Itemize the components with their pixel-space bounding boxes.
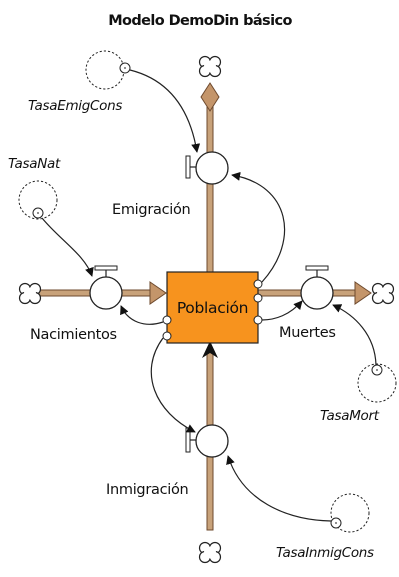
- link-tasamort-muertes: [332, 304, 377, 366]
- inmigracion-label: Inmigración: [106, 482, 188, 498]
- link-tasaemigcons-emigracion: [129, 69, 201, 153]
- link-poblacion-muertes: [261, 300, 303, 321]
- link-poblacion-emigracion: [231, 171, 286, 283]
- muertes-valve[interactable]: [300, 265, 334, 310]
- emigracion-valve[interactable]: [185, 151, 229, 185]
- cloud-bottom-icon: [198, 541, 222, 564]
- param-tasa-mort[interactable]: [357, 363, 397, 403]
- nacimientos-valve[interactable]: [89, 265, 123, 310]
- link-tasainmigcons-inmigracion: [226, 455, 332, 522]
- param-tasa-nat[interactable]: [18, 180, 58, 220]
- stock-ports: [162, 279, 263, 341]
- inmigracion-valve[interactable]: [185, 424, 229, 458]
- diagram-title: Modelo DemoDin básico: [108, 13, 292, 29]
- information-links: [41, 69, 377, 522]
- muertes-label: Muertes: [279, 325, 336, 341]
- cloud-left-icon: [18, 282, 42, 305]
- poblacion-label: Población: [177, 299, 248, 317]
- deaths-flow-arrowhead: [354, 281, 372, 305]
- poblacion-stock[interactable]: [166, 271, 259, 344]
- tasa-mort-label: TasaMort: [320, 408, 380, 424]
- nacimientos-label: Nacimientos: [30, 327, 117, 343]
- tasa-nat-label: TasaNat: [8, 156, 61, 172]
- births-flow-arrowhead: [149, 281, 167, 305]
- param-tasa-inmig-cons[interactable]: [330, 493, 370, 533]
- link-tasanat-nacimientos: [41, 217, 94, 277]
- emigration-flow-arrowhead: [200, 82, 220, 112]
- tasa-inmig-cons-label: TasaInmigCons: [276, 545, 374, 561]
- link-poblacion-nacimientos: [120, 305, 164, 325]
- cloud-top-icon: [198, 55, 222, 78]
- immigration-flow-arrowhead: [202, 341, 218, 358]
- cloud-right-icon: [371, 282, 395, 305]
- param-tasa-emig-cons[interactable]: [85, 50, 131, 90]
- link-poblacion-inmigracion: [150, 337, 196, 433]
- emigracion-label: Emigración: [112, 202, 190, 218]
- tasa-emig-cons-label: TasaEmigCons: [28, 98, 122, 114]
